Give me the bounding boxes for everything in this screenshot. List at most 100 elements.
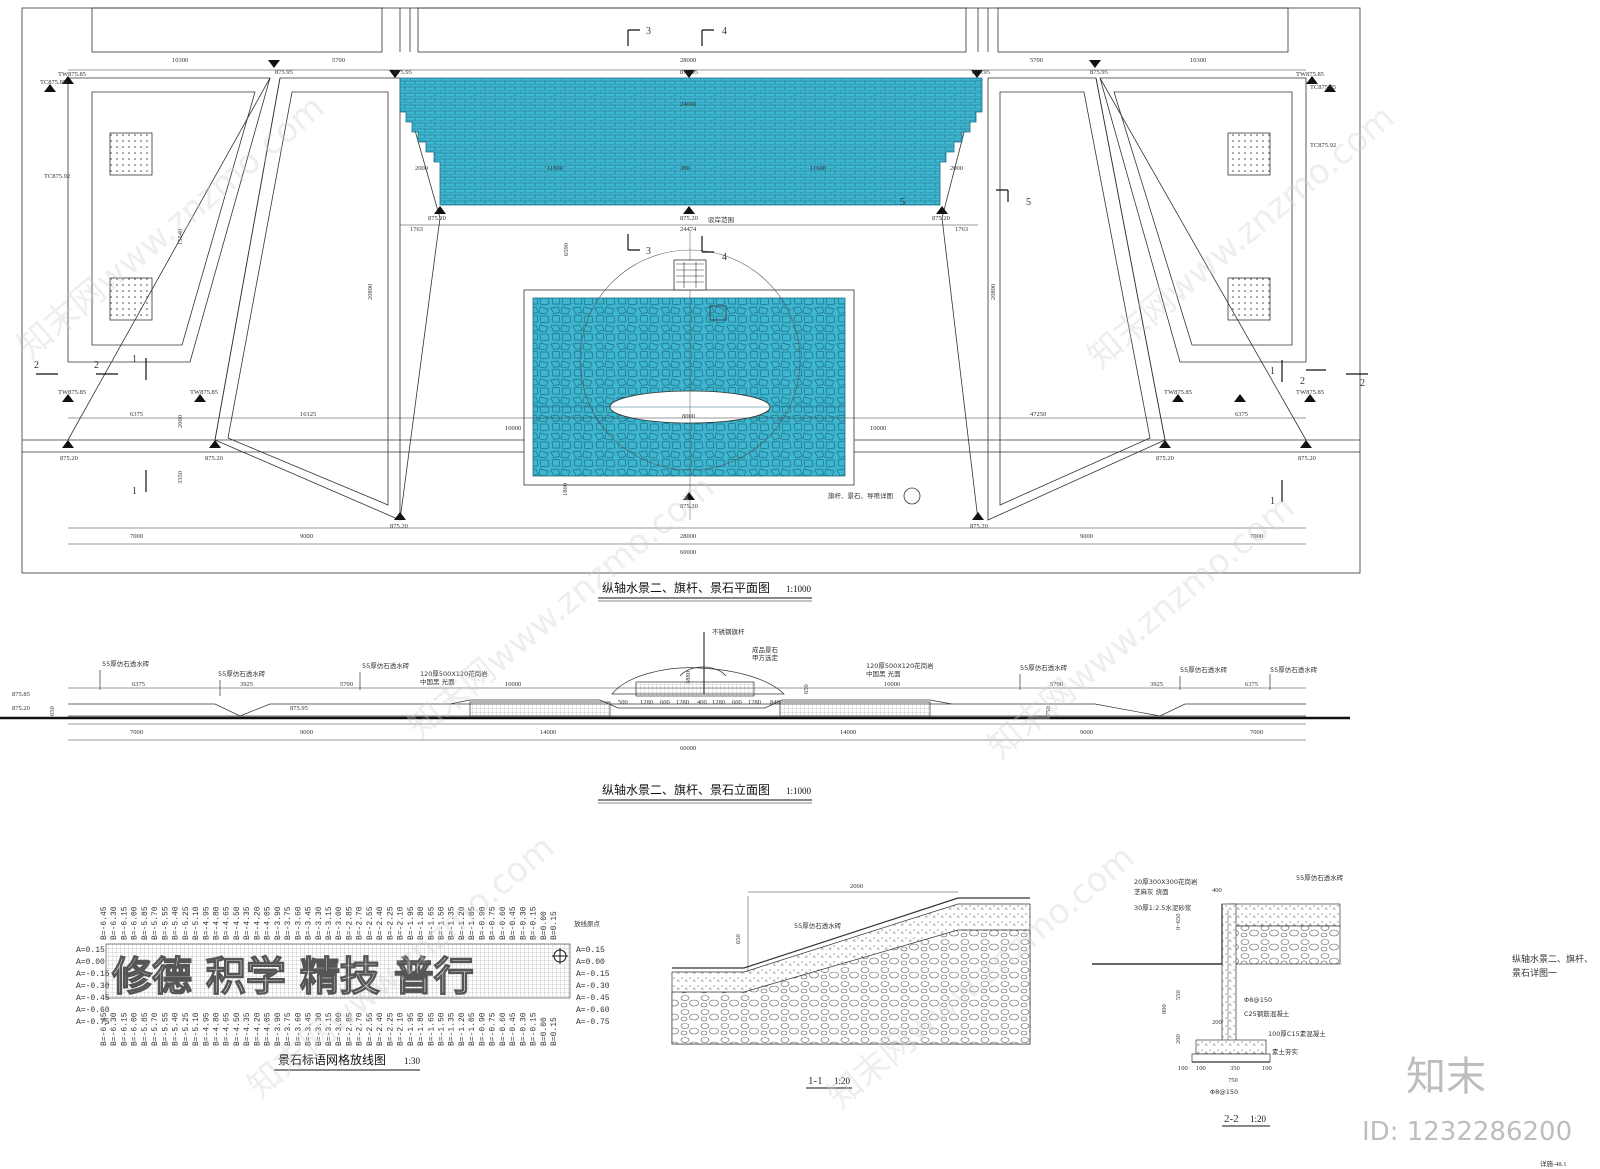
material-label: 素土夯实	[1272, 1047, 1299, 1056]
elev-text: 875.85	[12, 691, 30, 698]
b-value: B=-1.35	[448, 1012, 457, 1046]
b-value: B=-3.30	[315, 906, 324, 940]
b-value: B=0.15	[550, 911, 559, 940]
elev-text: 875.95	[394, 69, 412, 76]
detail-index-circle	[903, 487, 921, 505]
brand-logo: 知末	[1406, 1054, 1486, 1100]
section-mark: 3	[646, 26, 651, 37]
elev-text: 875.20	[428, 215, 446, 222]
section-mark: 1	[132, 354, 137, 365]
b-value: B=-0.45	[509, 1012, 518, 1046]
b-value: B=-4.95	[202, 1012, 211, 1046]
b-value: B=-5.55	[161, 906, 170, 940]
b-value: B=0.00	[540, 1017, 549, 1046]
elev-text: 875.20	[390, 523, 408, 530]
section-mark: 2	[1360, 378, 1365, 389]
dim-text: 7000	[1250, 533, 1263, 540]
dim-text: 350	[1230, 1065, 1240, 1072]
dim-text: 300	[680, 165, 690, 172]
b-value: B=-0.60	[499, 1012, 508, 1046]
b-value: B=-1.80	[417, 1012, 426, 1046]
dim-text: 1280	[712, 699, 725, 706]
a-value: A=-0.45	[76, 994, 110, 1003]
side-note: 纵轴水景二、旗杆、	[1512, 953, 1593, 965]
material-label: 不锈钢旗杆	[712, 627, 745, 636]
b-value: B=-6.30	[110, 906, 119, 940]
b-value: B=-3.90	[274, 1012, 283, 1046]
b-value: B=-0.30	[519, 1012, 528, 1046]
b-value: B=-5.55	[161, 1012, 170, 1046]
dim-text: 600	[660, 699, 670, 706]
b-value: B=-0.15	[530, 906, 539, 940]
granite-band-left	[469, 701, 611, 717]
tc-label: TC875.92	[1310, 142, 1336, 149]
dim-text: 100	[1178, 1065, 1188, 1072]
b-value: B=-0.90	[478, 1012, 487, 1046]
material-label: 甲方选定	[752, 653, 779, 662]
b-value: B=-5.70	[151, 1012, 160, 1046]
b-value: B=-5.25	[182, 1012, 191, 1046]
material-label: Φ8@150	[1210, 1088, 1238, 1096]
elev-text: 875.20	[205, 455, 223, 462]
watermark-text: 知末网www.znzmo.com	[10, 87, 332, 366]
b-value: B=-0.30	[519, 906, 528, 940]
dim-text: 5700	[332, 57, 345, 64]
dim-text: 100	[1262, 1065, 1272, 1072]
dim-text: 650	[735, 934, 742, 944]
a-value: A=0.15	[576, 946, 605, 955]
flag-pole-base	[673, 259, 707, 291]
b-value: B=-3.30	[315, 1012, 324, 1046]
b-value: B=-4.50	[233, 1012, 242, 1046]
b-value: B=-1.50	[438, 906, 447, 940]
b-value: B=-1.20	[458, 1012, 467, 1046]
b-value: B=-4.35	[243, 1012, 252, 1046]
dim-text: 7000	[130, 729, 143, 736]
elev-text: 876.95	[680, 69, 698, 76]
dim-text: 2000	[177, 415, 184, 428]
material-label: 120厚500X120花岗岩	[866, 661, 934, 670]
dim-text: 100	[1196, 1065, 1206, 1072]
a-value: A=-0.60	[576, 1006, 610, 1015]
b-value: B=-2.25	[386, 1012, 395, 1046]
plan-title: 纵轴水景二、旗杆、景石平面图	[602, 580, 770, 595]
dim-text: 10000	[505, 425, 521, 432]
b-value: B=-4.35	[243, 906, 252, 940]
dim-text: 650	[49, 706, 56, 716]
dim-text: 28000	[680, 57, 696, 64]
b-value: B=-3.15	[325, 1012, 334, 1046]
section-mark: 4	[722, 26, 727, 37]
section1-title: 1-1	[808, 1075, 823, 1087]
a-value: A=-0.15	[576, 970, 610, 979]
sheet-code: 详施-48.1	[1540, 1159, 1567, 1168]
a-value: A=0.15	[76, 946, 105, 955]
b-value: B=-3.00	[335, 1012, 344, 1046]
section-mark: 5	[1026, 197, 1031, 208]
b-value: B=-2.25	[386, 906, 395, 940]
main-pool	[532, 297, 846, 477]
dim-text: 2000	[950, 165, 963, 172]
dim-text: 750	[1045, 706, 1052, 716]
b-value: B=-5.10	[192, 1012, 201, 1046]
b-value: B=-4.95	[202, 906, 211, 940]
b-value: B=-1.05	[468, 1012, 477, 1046]
elev-text: 875.20	[970, 523, 988, 530]
b-value: B=0.00	[540, 911, 549, 940]
dim-text: 5700	[1050, 681, 1063, 688]
tw-label: TW875.85	[58, 389, 86, 396]
dim-text: 750	[1228, 1077, 1238, 1084]
material-label: 55厚仿石透水砖	[1180, 665, 1228, 674]
dim-text: 3880	[685, 671, 692, 684]
elev-text: 875.20	[932, 215, 950, 222]
b-value: B=-4.65	[223, 1012, 232, 1046]
dim-text: 400	[1212, 887, 1222, 894]
a-value: A=-0.60	[76, 1006, 110, 1015]
dim-text: 20890	[367, 284, 374, 300]
b-value: B=-3.60	[294, 906, 303, 940]
side-note: 景石详图一	[1512, 967, 1557, 979]
material-label: 55厚仿石透水砖	[102, 659, 150, 668]
plan-note: 旗杆、景石、导喷详图	[828, 491, 893, 500]
b-value: B=-4.20	[253, 1012, 262, 1046]
dim-text: 800	[1161, 1004, 1168, 1014]
a-value: A=0.00	[576, 958, 605, 967]
